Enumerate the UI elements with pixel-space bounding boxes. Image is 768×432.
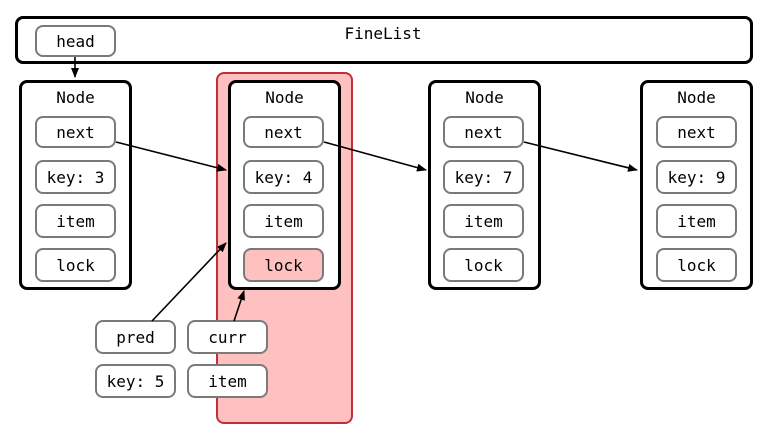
node-item-field: item <box>243 204 324 238</box>
node-key-field: key: 7 <box>443 160 524 194</box>
node-lock-field: lock <box>35 248 116 282</box>
node-item-field: item <box>443 204 524 238</box>
node-item-field: item <box>35 204 116 238</box>
node-key-field: key: 3 <box>35 160 116 194</box>
node-key-field: key: 4 <box>243 160 324 194</box>
node-title: Node <box>465 88 504 107</box>
pointer-item-field: item <box>187 364 268 398</box>
next-arrow-4-to-7 <box>323 141 427 172</box>
node-next-field: next <box>443 116 524 148</box>
node-next-field: next <box>243 116 324 148</box>
node-lock-field-held: lock <box>243 248 324 282</box>
head-field: head <box>35 25 116 57</box>
node-lock-field: lock <box>656 248 737 282</box>
curr-field: curr <box>187 320 268 354</box>
pointer-key-field: key: 5 <box>95 364 176 398</box>
finelist-box <box>15 16 753 64</box>
next-arrow-7-to-9 <box>523 141 638 172</box>
node-title: Node <box>56 88 95 107</box>
node-title: Node <box>677 88 716 107</box>
node-next-field: next <box>35 116 116 148</box>
node-lock-field: lock <box>443 248 524 282</box>
node-title: Node <box>265 88 304 107</box>
next-arrow-3-to-4 <box>115 141 227 172</box>
pred-field: pred <box>95 320 176 354</box>
node-next-field: next <box>656 116 737 148</box>
finelist-title: FineList <box>344 24 422 43</box>
curr-arrow <box>233 290 245 322</box>
node-key-field: key: 9 <box>656 160 737 194</box>
node-item-field: item <box>656 204 737 238</box>
pred-arrow <box>151 242 227 322</box>
